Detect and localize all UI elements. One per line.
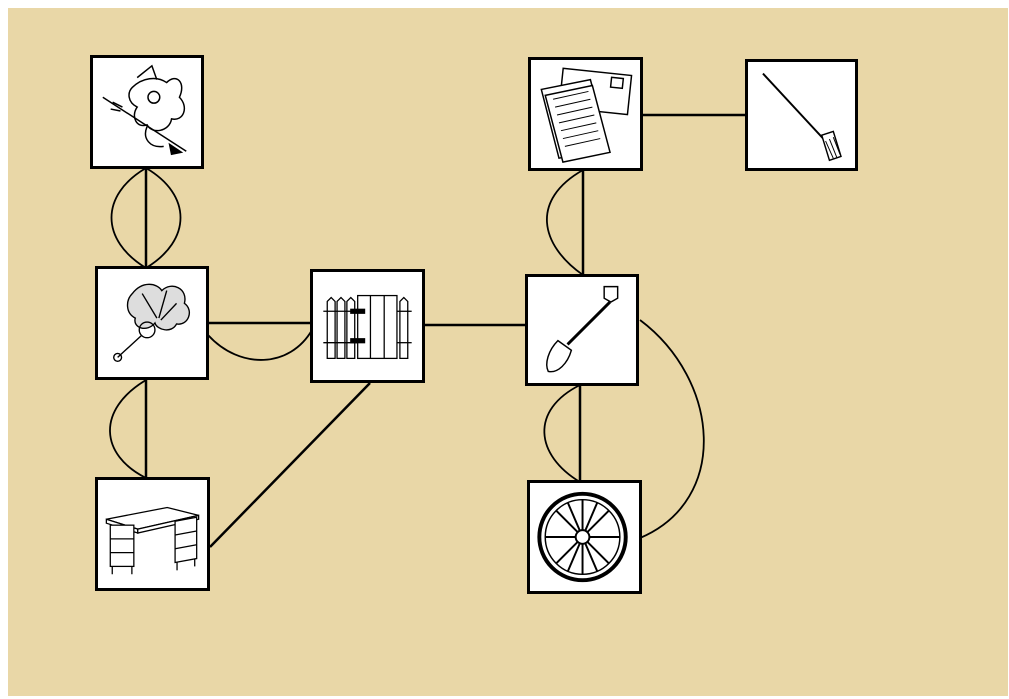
card-letter[interactable]: [528, 57, 643, 171]
edge-shovel-wheel-curve: [543, 384, 581, 483]
fence-gate-icon: [323, 294, 412, 360]
card-desk[interactable]: [95, 477, 210, 591]
wagon-wheel-icon: [537, 491, 628, 583]
shovel-icon: [546, 285, 619, 373]
witch-on-broom-icon: [102, 64, 187, 156]
broom-icon: [762, 72, 842, 162]
edge-shovel-wheel-curve: [639, 319, 705, 539]
edge-letter-shovel-curve: [546, 169, 584, 276]
beet-icon: [113, 283, 191, 362]
card-beet[interactable]: [95, 266, 209, 380]
card-witch[interactable]: [90, 55, 204, 169]
desk-icon: [105, 506, 200, 575]
edge-fence-desk: [209, 382, 371, 548]
card-fence[interactable]: [310, 269, 425, 383]
card-wheel[interactable]: [527, 480, 642, 594]
edge-witch-beet-curve: [145, 167, 182, 269]
edge-beet-desk-curve: [109, 379, 147, 479]
card-broom[interactable]: [745, 59, 858, 171]
card-shovel[interactable]: [525, 274, 639, 386]
edge-beet-fence-curve: [207, 329, 313, 361]
edge-witch-beet-curve: [110, 167, 147, 269]
letter-icon: [540, 67, 633, 163]
